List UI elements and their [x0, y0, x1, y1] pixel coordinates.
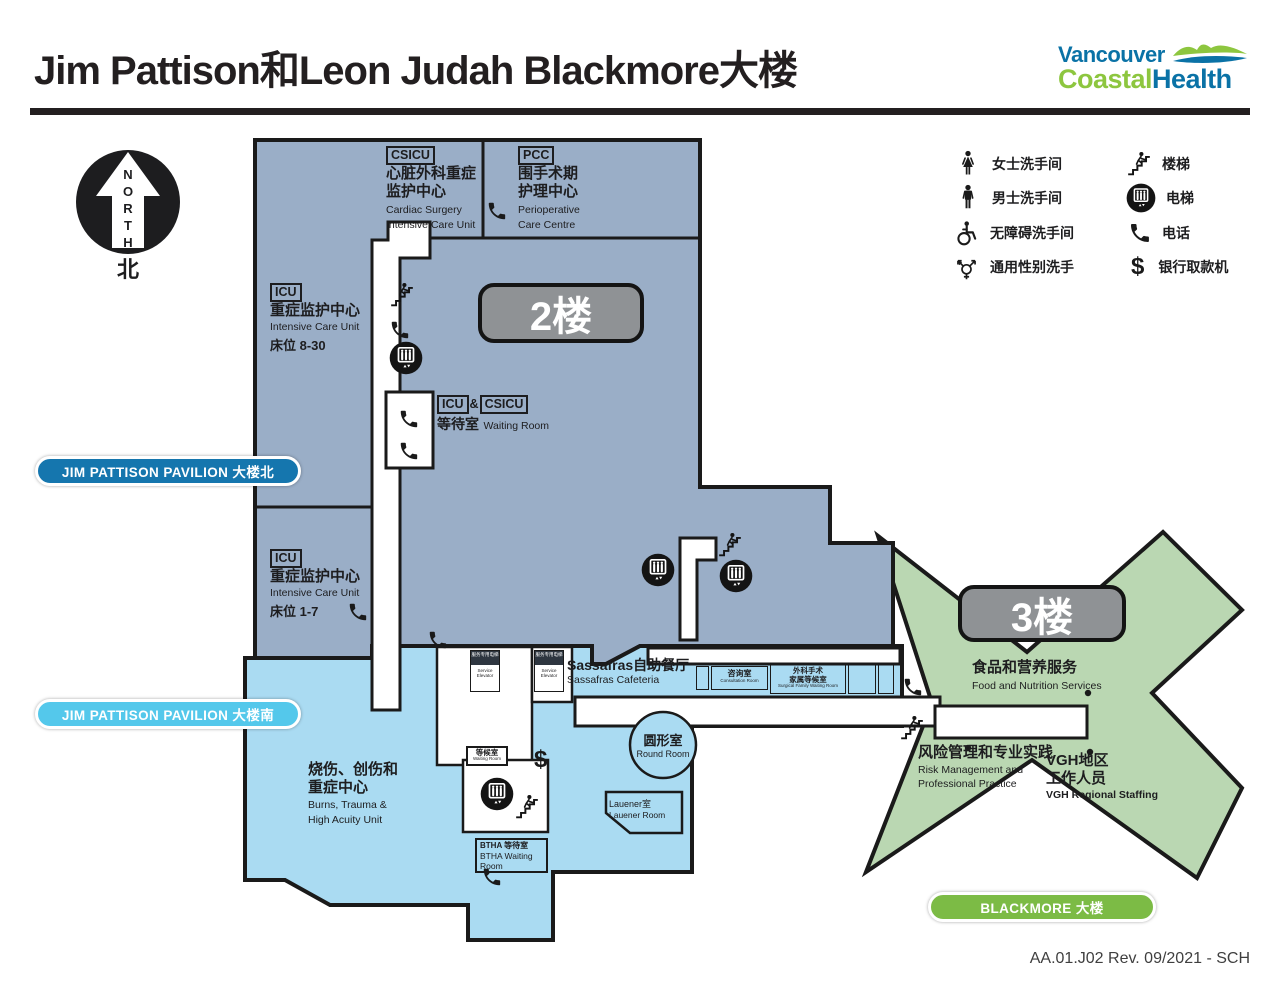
csicu-label: CSICU 心脏外科重症 监护中心 Cardiac Surgery Intens…	[386, 146, 477, 231]
svg-text:O: O	[123, 184, 133, 199]
risk-management-dot	[964, 744, 972, 752]
legend-item-atm: $ 银行取款机	[1131, 253, 1229, 280]
phone-icon	[904, 678, 922, 696]
main-corridor	[370, 220, 432, 712]
blackmore-banner: BLACKMORE 大楼	[928, 892, 1156, 922]
logo-word-health: Health	[1152, 64, 1232, 94]
food-services-dot	[1084, 689, 1092, 697]
stairs-icon	[900, 715, 924, 740]
logo-word-coastal: Coastal	[1058, 64, 1153, 94]
service-elevator-box-2: 服务专用电梯 Service Elevator	[534, 650, 564, 692]
mountain-wave-icon	[1172, 44, 1247, 63]
north-arrow-icon: N O R T H	[76, 150, 180, 254]
elevator-icon	[1126, 183, 1156, 213]
waiting-room-small-box: 等候室 Waiting Room	[466, 746, 508, 766]
vch-logo: Vancouver CoastalHealth	[1058, 40, 1249, 93]
floor-3-badge: 3楼	[958, 585, 1126, 642]
surgical-family-waiting-box: 外科手术 家属等候室 Surgical Family Waiting Room	[770, 664, 846, 694]
burns-trauma-label: 烧伤、创伤和 重症中心 Burns, Trauma & High Acuity …	[308, 761, 399, 826]
waiting-room-space	[384, 390, 435, 470]
phone-icon	[483, 868, 501, 886]
blackmore-corridor	[933, 704, 1089, 740]
legend-item-gender-neutral-washroom: 通用性别洗手	[953, 251, 1074, 283]
legend-item-elevator: 电梯	[1126, 182, 1194, 214]
legend-item-phone: 电话	[1128, 217, 1190, 249]
icu-csicu-waiting-label: ICU&CSICU 等待室 Waiting Room	[437, 395, 550, 432]
icu-south-label: ICU 重症监护中心 Intensive Care Unit 床位 1-7	[270, 549, 361, 619]
svg-text:N: N	[123, 167, 132, 182]
pcc-label: PCC 围手术期 护理中心 Perioperative Care Centre	[518, 146, 580, 231]
elevator-icon	[480, 777, 514, 811]
stairs-icon	[515, 794, 539, 819]
gender-neutral-icon	[957, 259, 976, 280]
elevator-icon	[389, 341, 423, 375]
icu-north-label: ICU 重症监护中心 Intensive Care Unit 床位 8-30	[270, 283, 361, 353]
round-room-label: 圆形室 Round Room	[636, 733, 690, 759]
svg-text:R: R	[123, 201, 133, 216]
phone-icon	[391, 321, 409, 339]
jpp-south-banner: JIM PATTISON PAVILION 大楼南	[35, 699, 301, 729]
header-divider	[30, 108, 1250, 115]
phone-icon	[349, 603, 367, 621]
small-room-box	[696, 666, 709, 690]
jpp-north-banner: JIM PATTISON PAVILION 大楼北	[35, 456, 301, 486]
man-icon	[962, 184, 974, 210]
legend-item-mens-washroom: 男士洗手间	[954, 182, 1062, 214]
elevator-icon	[719, 559, 753, 593]
service-elevator-box-1: 服务专用电梯 Service Elevator	[470, 650, 500, 692]
lauener-room-label: Lauener室 Lauener Room	[609, 799, 666, 821]
legend-item-accessible-washroom: 无障碍洗手间	[953, 217, 1074, 249]
lauener-room-outline	[604, 790, 684, 835]
legend-item-stairs: 楼梯	[1126, 148, 1190, 180]
svg-text:H: H	[123, 235, 132, 250]
stairs-icon	[390, 282, 414, 307]
csicu-pcc-walls	[430, 142, 700, 240]
phone-icon	[400, 442, 418, 460]
atm-icon: $	[534, 746, 548, 773]
food-services-label: 食品和营养服务 Food and Nutrition Services	[972, 659, 1102, 692]
woman-icon	[962, 150, 974, 176]
round-room-outline	[628, 710, 698, 780]
corridor-band-lower	[573, 695, 942, 728]
vgh-staffing-dot	[1086, 748, 1094, 756]
elevator-icon	[641, 553, 675, 587]
atm-icon: $	[1131, 253, 1145, 280]
map-reference-number: AA.01.J02 Rev. 09/2021 - SCH	[1029, 950, 1250, 967]
vgh-staffing-label: VGH地区 工作人员 VGH Regional Staffing	[1046, 752, 1159, 802]
small-room-box	[878, 664, 894, 694]
consultation-room-box: 咨询室 Consultation Room	[711, 666, 768, 690]
legend-item-womens-washroom: 女士洗手间	[954, 148, 1062, 180]
btha-waiting-box: BTHA 等待室 BTHA Waiting Room	[475, 838, 548, 873]
phone-icon	[488, 202, 506, 220]
page-title: Jim Pattison和Leon Judah Blackmore大楼	[34, 49, 798, 93]
phone-icon	[429, 631, 447, 649]
floor-2-badge: 2楼	[478, 283, 644, 343]
stairs-icon	[718, 532, 742, 557]
north-cjk-label: 北	[116, 257, 139, 282]
phone-icon	[1131, 224, 1149, 242]
risk-management-label: 风险管理和专业实践 Risk Management and Profession…	[918, 744, 1054, 790]
stairs-icon	[1127, 151, 1151, 176]
small-room-box	[848, 664, 876, 694]
svg-text:T: T	[124, 218, 132, 233]
logo-word-vancouver: Vancouver	[1058, 42, 1165, 67]
right-corridor	[678, 536, 718, 642]
sassafras-label: Sassafras自助餐厅 Sassafras Cafeteria	[567, 657, 690, 687]
wheelchair-icon	[957, 219, 977, 245]
phone-icon	[400, 410, 418, 428]
